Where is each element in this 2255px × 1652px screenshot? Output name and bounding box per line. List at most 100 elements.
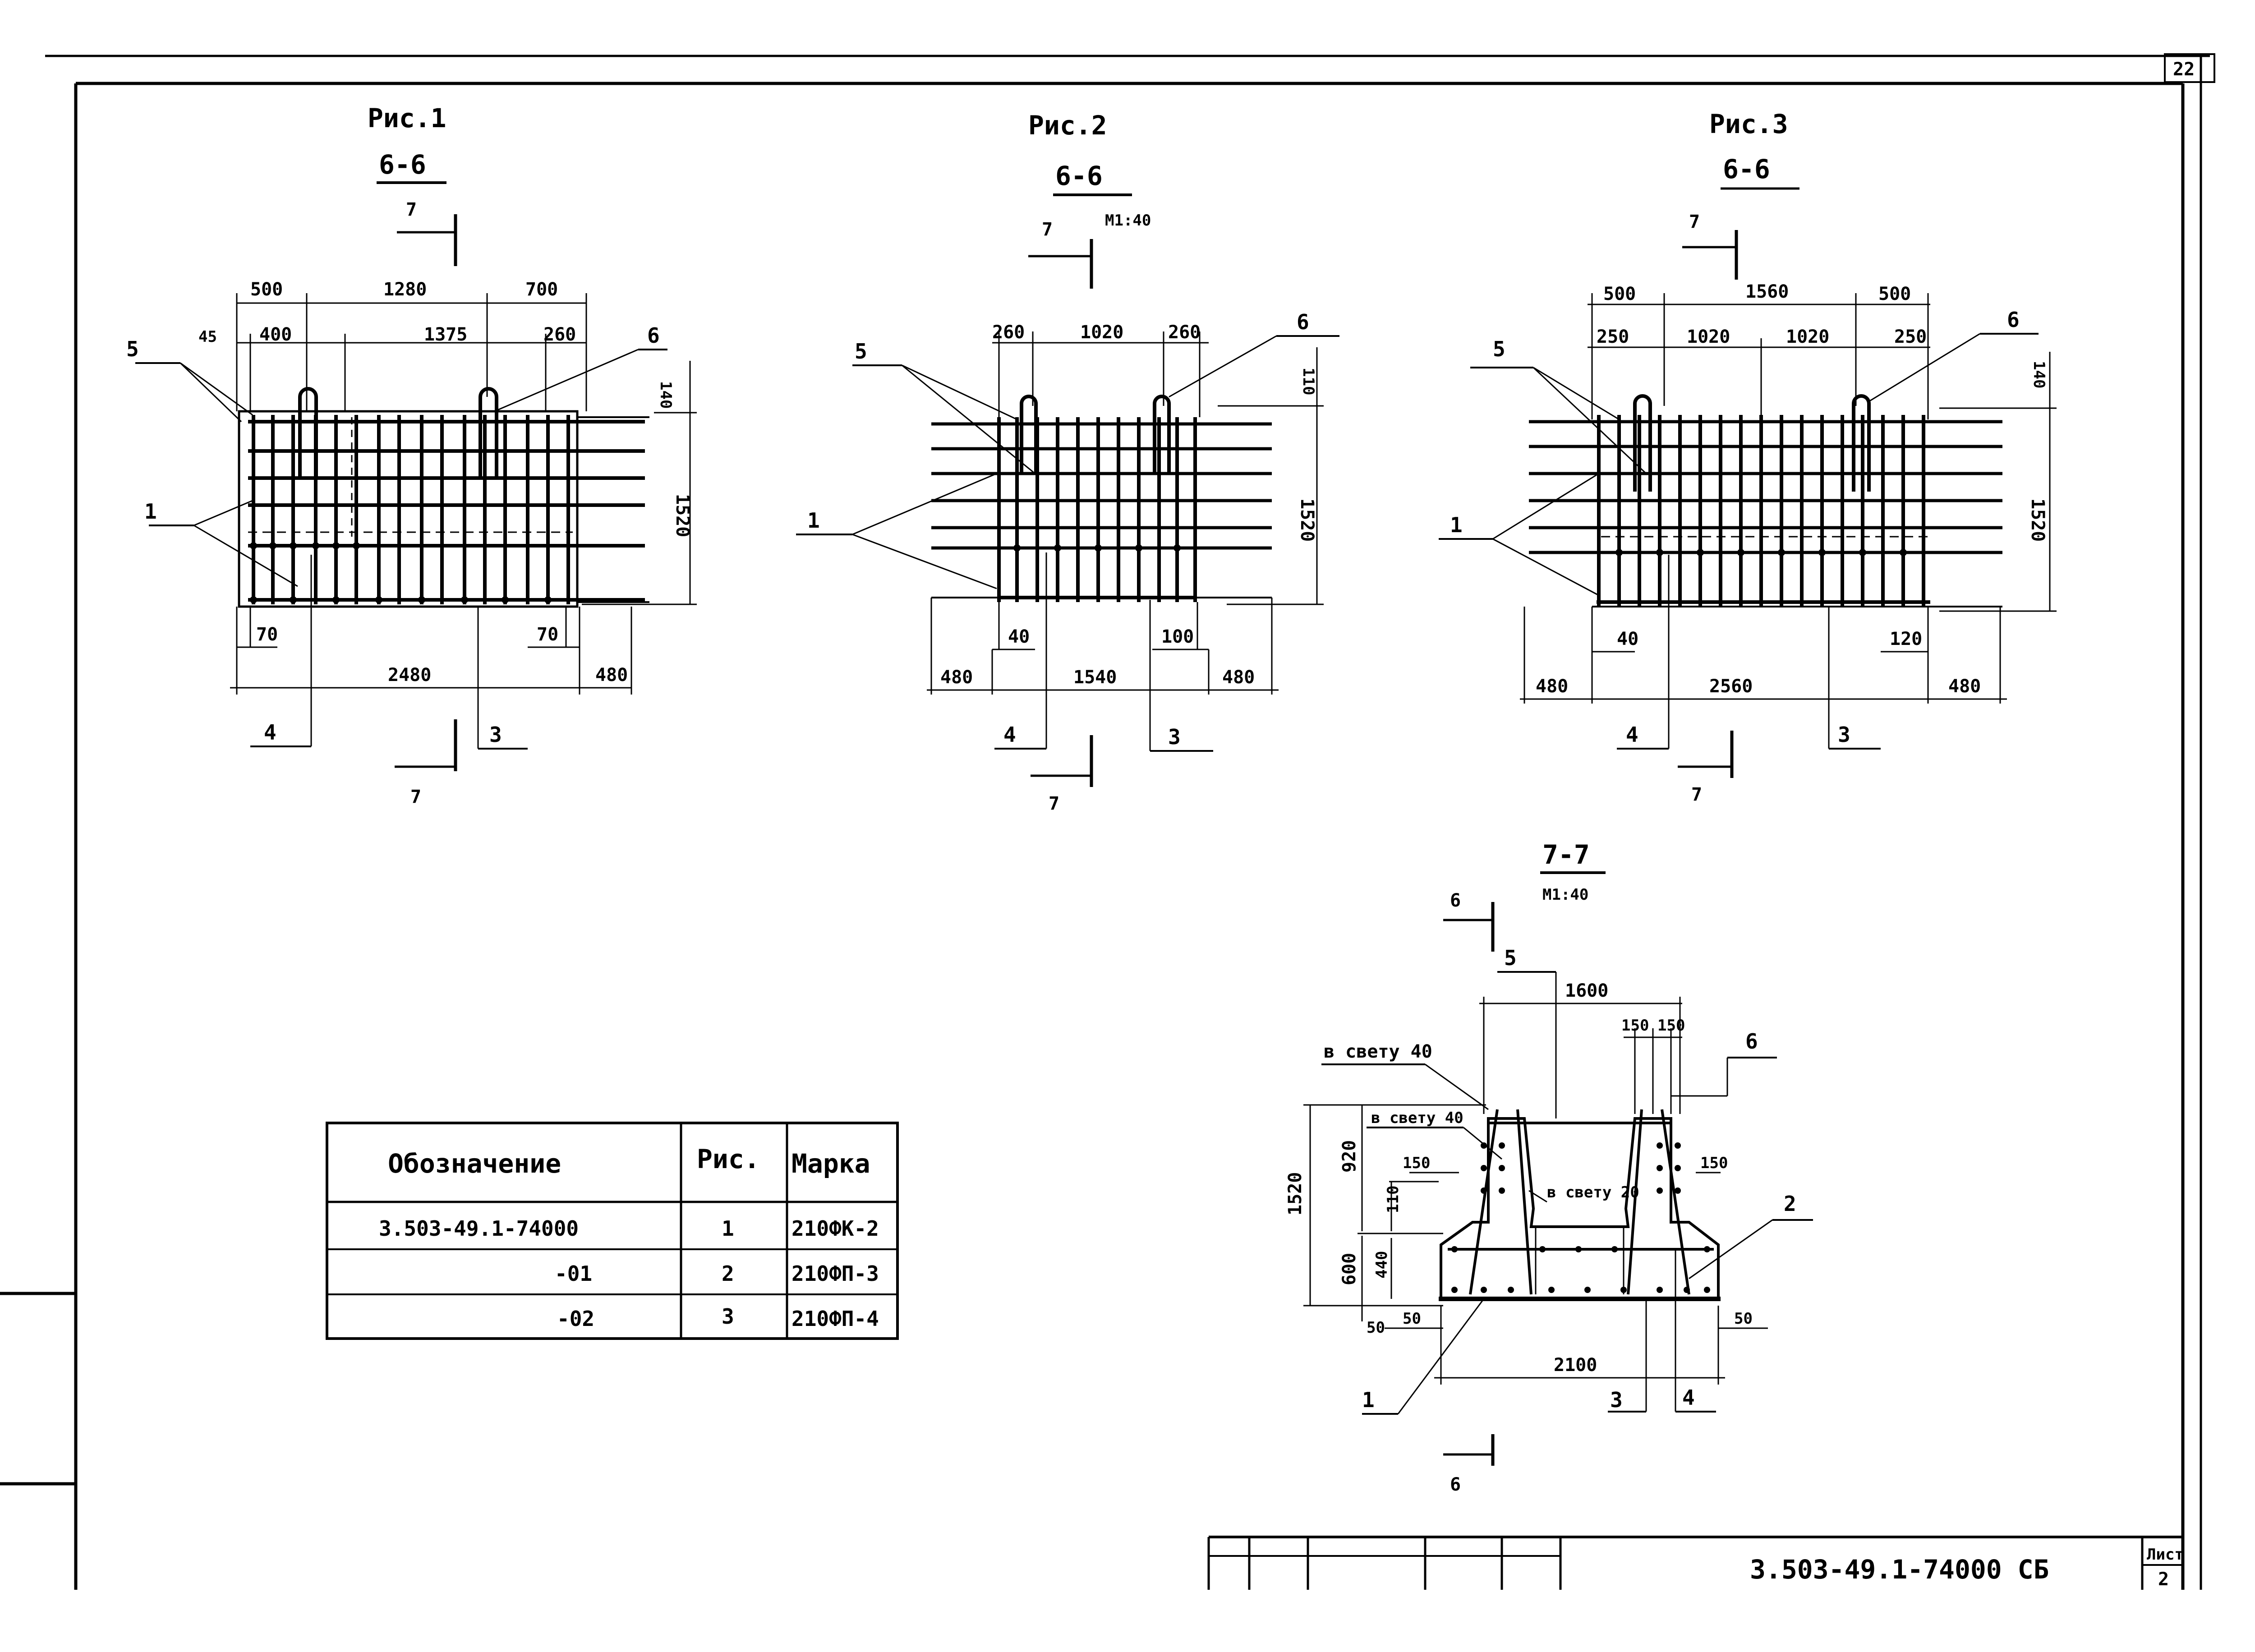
figure-1-dim-2480: 2480 [388, 665, 431, 686]
figure-2-dim-1520: 1520 [1297, 498, 1317, 542]
title-block [1207, 1536, 2183, 1590]
figure-1-dim-260: 260 [543, 324, 576, 345]
figure-1-section: 6-6 [379, 149, 426, 180]
section-7-7-scale: М1:40 [1542, 886, 1588, 904]
section-7-7-dim-920: 920 [1339, 1140, 1360, 1173]
figure-3-dim-500-left: 500 [1603, 284, 1636, 304]
table-header-designation: Обозначение [388, 1148, 561, 1179]
table-cell-mark: 210ФК-2 [792, 1216, 879, 1241]
figure-2-bar-dots [1013, 544, 1181, 552]
figure-1-dim-480: 480 [595, 665, 628, 686]
section-7-7-dim-50-c: 50 [1734, 1310, 1753, 1328]
section-7-7-callout-5: 5 [1504, 946, 1517, 970]
figure-2-cut-bottom: 7 [1049, 793, 1059, 814]
figure-1-dim-1520: 1520 [672, 494, 693, 537]
table-cell-fig: 2 [722, 1261, 734, 1286]
table-cell-fig: 1 [722, 1216, 734, 1241]
figure-1-dim-500: 500 [250, 279, 283, 300]
figure-3-dim-1520: 1520 [2027, 498, 2048, 542]
figure-1-dim-45: 45 [198, 328, 217, 346]
figure-1-callout-6: 6 [647, 323, 660, 348]
figure-2-cut-top: 7 [1042, 219, 1053, 240]
figure-3-callout-1: 1 [1450, 513, 1463, 537]
designation-table [326, 1122, 899, 1340]
figure-2-scale: М1:40 [1105, 212, 1151, 230]
figure-3-dim-250-right: 250 [1894, 327, 1927, 347]
section-7-7-note-3: в свету 20 [1547, 1183, 1639, 1201]
table-header-mark: Марка [792, 1148, 870, 1179]
table-cell-designation: 3.503-49.1-74000 [379, 1216, 579, 1241]
section-7-7-callout-6: 6 [1745, 1029, 1758, 1054]
figure-3-dim-250-left: 250 [1597, 327, 1629, 347]
figure-3-callout-3: 3 [1838, 722, 1850, 747]
figure-3-title: Рис.3 [1709, 109, 1788, 139]
section-7-7-dim-110: 110 [1384, 1186, 1402, 1213]
figure-3-bar-dots [1615, 549, 1907, 556]
section-7-7-cut-top: 6 [1450, 890, 1461, 911]
section-7-7-callout-4: 4 [1682, 1385, 1695, 1410]
section-7-7-dim-1520: 1520 [1285, 1172, 1306, 1215]
figure-1-dim-400: 400 [259, 324, 292, 345]
section-7-7-title: 7-7 [1542, 839, 1590, 870]
figure-3-dim-480-right: 480 [1948, 676, 1981, 697]
table-row: -01 2 210ФП-3 [555, 1261, 879, 1286]
figure-1-bar-dots [250, 542, 552, 603]
figure-1-vertical-bars [252, 415, 570, 604]
table-cell-fig: 3 [722, 1304, 734, 1329]
figure-3-dim-500-right: 500 [1878, 284, 1911, 304]
table-cell-designation: -01 [555, 1261, 592, 1286]
section-7-7-bar-dots [1451, 1142, 1710, 1293]
table-cell-mark: 210ФП-4 [792, 1307, 879, 1331]
sheet-value: 2 [2158, 1569, 2169, 1590]
figure-3-callout-6: 6 [2007, 308, 2020, 332]
section-7-7-dim-50-a: 50 [1367, 1319, 1385, 1337]
figure-3-cut-bottom: 7 [1691, 784, 1702, 805]
section-7-7-dim-150-d: 150 [1700, 1154, 1728, 1172]
figure-1-title: Рис.1 [368, 103, 446, 133]
figure-2-dim-260-right: 260 [1168, 322, 1201, 343]
section-7-7-cut-bottom: 6 [1450, 1474, 1461, 1495]
figure-2-callout-6: 6 [1297, 310, 1309, 334]
table-header-fig: Рис. [697, 1144, 760, 1174]
sheet-frame [0, 53, 2215, 1590]
sheet-number-top: 22 [2173, 59, 2195, 80]
section-7-7-note-2: в свету 40 [1371, 1109, 1463, 1127]
figure-3-dim-140: 140 [2030, 361, 2048, 388]
figure-3-dim-2560: 2560 [1709, 676, 1753, 697]
figure-2-vertical-bars [997, 417, 1197, 602]
section-7-7-dim-440: 440 [1373, 1251, 1391, 1279]
figure-1-dim-70-right: 70 [537, 624, 558, 645]
figure-2-dim-1540: 1540 [1073, 667, 1117, 688]
figure-3: Рис.3 6-6 7 [1439, 109, 2057, 805]
section-7-7-dim-2100: 2100 [1554, 1355, 1597, 1376]
section-7-7-callout-3: 3 [1610, 1388, 1623, 1412]
table-row: -02 3 210ФП-4 [557, 1304, 879, 1331]
figure-3-section: 6-6 [1723, 154, 1770, 184]
section-7-7-dim-150-c: 150 [1403, 1154, 1430, 1172]
figure-3-cut-top: 7 [1689, 212, 1700, 232]
figure-1-cut-bottom: 7 [410, 787, 421, 807]
figure-3-callout-5: 5 [1493, 337, 1505, 361]
figure-2-dim-110: 110 [1299, 368, 1317, 395]
figure-2-callout-1: 1 [807, 508, 820, 533]
figure-2: Рис.2 6-6 М1:40 7 [796, 110, 1339, 814]
figure-2-dim-480-left: 480 [940, 667, 973, 688]
section-7-7-dim-50-b: 50 [1403, 1310, 1421, 1328]
figure-1-dim-1280: 1280 [383, 279, 427, 300]
figure-1-callout-1: 1 [144, 499, 157, 524]
section-7-7-callout-2: 2 [1784, 1192, 1796, 1216]
figure-2-callout-3: 3 [1168, 725, 1181, 749]
figure-2-horizontal-bars [931, 422, 1272, 550]
figure-1-dim-700: 700 [525, 279, 558, 300]
section-7-7-dim-1600: 1600 [1565, 980, 1608, 1001]
figure-1-dim-70-left: 70 [256, 624, 278, 645]
figure-2-title: Рис.2 [1028, 110, 1107, 141]
figure-3-dim-120: 120 [1890, 629, 1922, 649]
figure-3-dim-40: 40 [1617, 629, 1638, 649]
table-cell-designation: -02 [557, 1307, 594, 1331]
figure-1-cut-top: 7 [406, 199, 417, 220]
figure-3-callout-4: 4 [1626, 722, 1638, 747]
figure-1-dim-140: 140 [657, 381, 675, 409]
figure-1-dim-1375: 1375 [424, 324, 467, 345]
